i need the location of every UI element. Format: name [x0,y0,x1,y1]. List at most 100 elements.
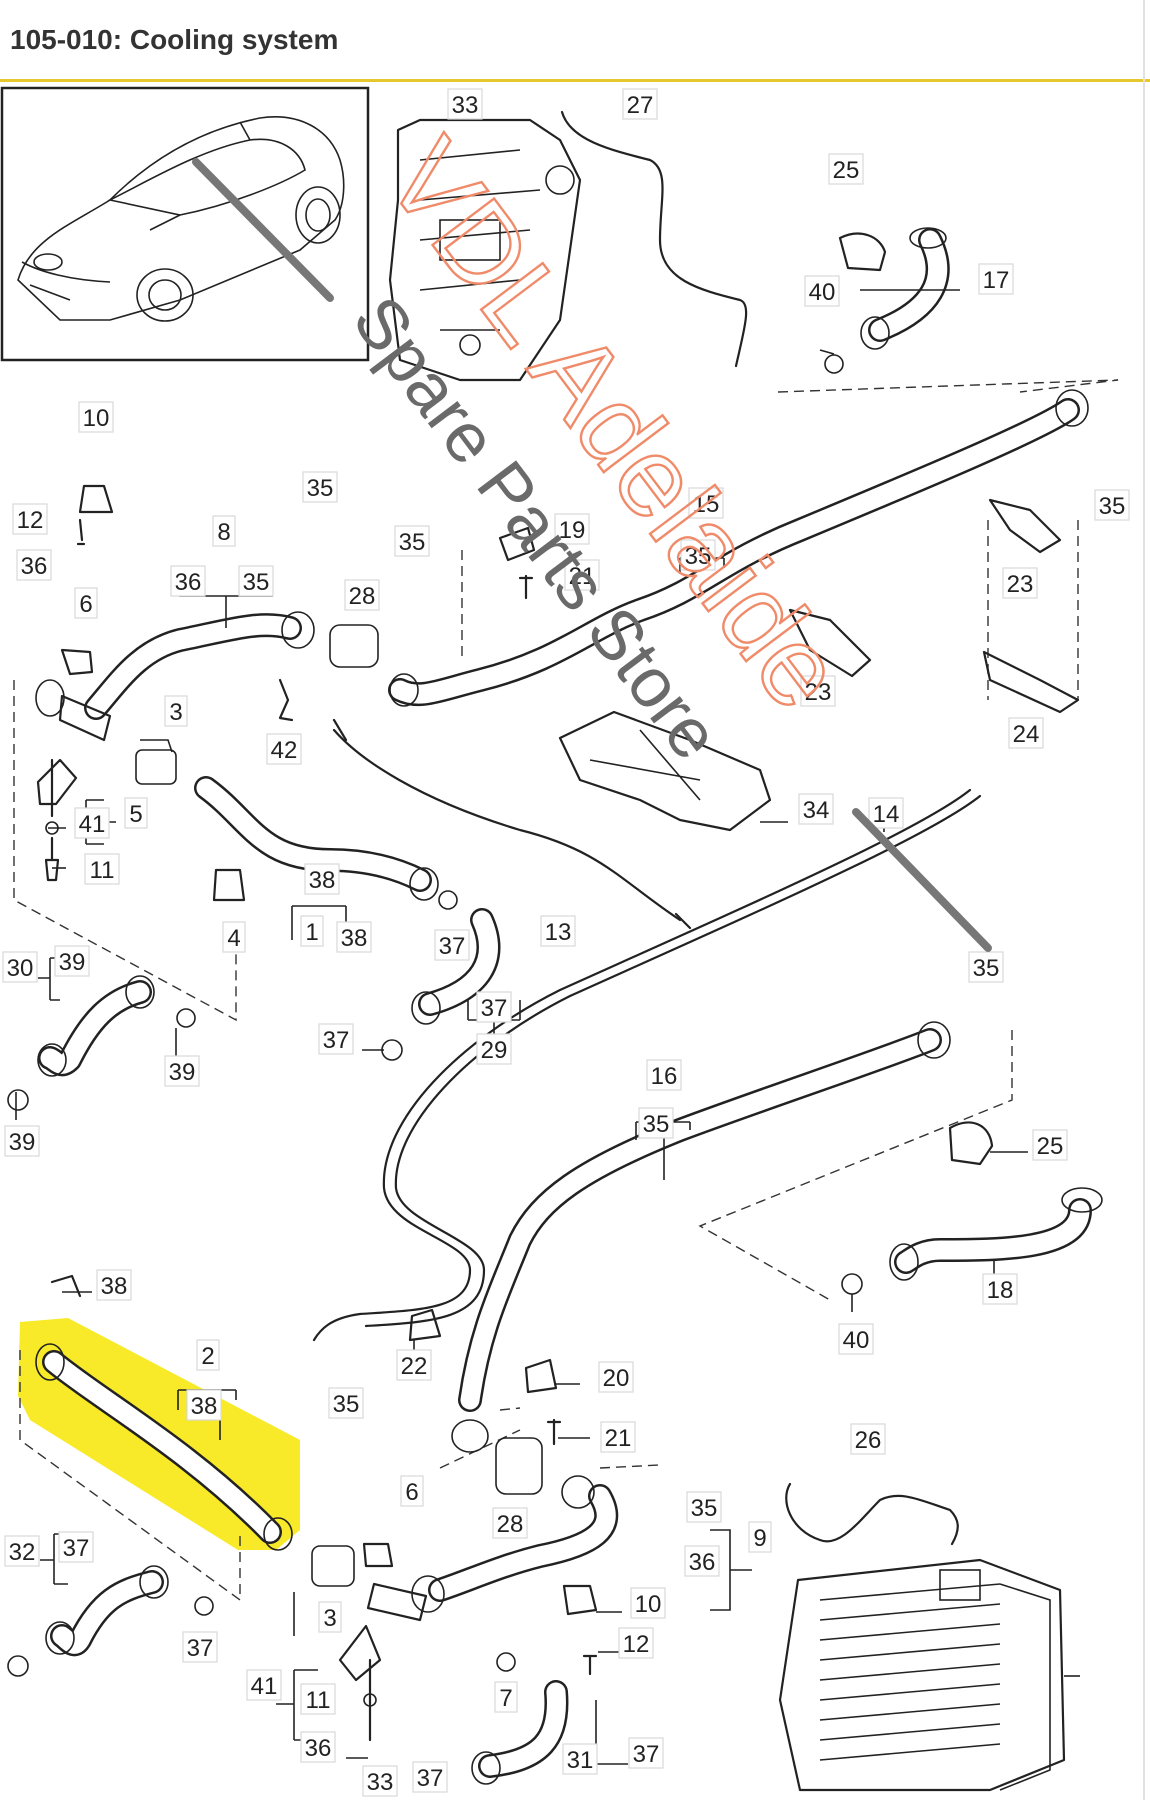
callout-box [868,797,904,829]
callout-box [164,695,188,727]
callout-number: 20 [603,1365,630,1392]
callout-box [1094,489,1130,521]
page-title: 105-010: Cooling system [10,24,339,55]
callout-box [12,503,48,535]
callout-box [212,515,236,547]
callout-12: 12 [12,503,48,535]
callout-27: 27 [622,88,658,120]
callout-number: 35 [973,955,1000,982]
callout-number: 38 [191,1393,218,1420]
callout-19: 19 [554,513,590,545]
callout-21: 21 [564,559,600,591]
callout-number: 29 [481,1037,508,1064]
callout-number: 11 [306,1687,331,1714]
callout-number: 39 [169,1059,196,1086]
callout-box [54,945,90,977]
callout-23: 23 [1002,567,1038,599]
callout-39: 39 [4,1125,40,1157]
callout-box [850,1423,886,1455]
callout-box [476,991,512,1023]
callout-box [16,549,52,581]
part-33-radiator [778,1558,1066,1792]
callout-box [800,675,836,707]
callout-35: 35 [1094,489,1130,521]
callout-box [2,951,38,983]
page-header: 105-010: Cooling system [0,0,1150,82]
callout-box [300,1683,336,1715]
callout-box [396,1349,432,1381]
callout-number: 28 [349,583,376,610]
callout-number: 8 [217,519,230,546]
part-27-line [560,110,748,368]
callout-42: 42 [266,733,302,765]
callout-number: 35 [643,1111,670,1138]
callout-number: 35 [691,1495,718,1522]
callout-box [318,1601,342,1633]
callout-box [540,915,576,947]
callout-35: 35 [394,525,430,557]
callout-box [680,539,716,571]
callout-40: 40 [838,1323,874,1355]
callout-number: 18 [987,1277,1014,1304]
callout-35: 35 [238,565,274,597]
watermark-slash-top [192,158,334,302]
callout-box [362,1765,398,1797]
callout-box [628,1737,664,1769]
callout-number: 21 [569,563,596,590]
callout-number: 11 [90,857,115,884]
callout-box [968,951,1004,983]
part-drawings [7,110,1103,1792]
watermark-slash-bottom [852,808,992,952]
callout-number: 35 [685,543,712,570]
callout-10: 10 [78,401,114,433]
callout-16: 16 [646,1059,682,1091]
cooling-system-diagram: 3327251740101236683536352835192115353523… [0,86,1130,1797]
callout-number: 40 [843,1327,870,1354]
callout-number: 1 [305,919,318,946]
callout-number: 4 [227,925,240,952]
callout-number: 23 [1007,571,1034,598]
callout-number: 36 [175,569,202,596]
callout-number: 25 [1037,1133,1064,1160]
callout-box [58,1531,94,1563]
callout-38: 38 [186,1389,222,1421]
callout-box [246,1669,282,1701]
callout-box [838,1323,874,1355]
callout-41: 41 [74,807,110,839]
callout-number: 33 [367,1769,394,1796]
scroll-edge [1143,0,1145,1800]
callout-12: 12 [618,1627,654,1659]
callout-number: 35 [1099,493,1126,520]
callout-37: 37 [412,1761,448,1793]
callout-30: 30 [2,951,38,983]
callout-number: 26 [855,1427,882,1454]
callout-number: 12 [623,1631,650,1658]
callout-box [828,153,864,185]
callout-box [78,401,114,433]
callout-box [170,565,206,597]
callout-number: 37 [439,933,466,960]
callout-box [630,1587,666,1619]
callout-box [238,565,274,597]
callout-box [447,88,483,120]
callout-25: 25 [1032,1129,1068,1161]
callout-number: 37 [63,1535,90,1562]
part-33-expansion-tank [388,118,582,382]
callout-box [646,1059,682,1091]
callout-5: 5 [124,797,148,829]
callout-box [1002,567,1038,599]
callout-2: 2 [196,1339,220,1371]
callout-18: 18 [982,1273,1018,1305]
callout-6: 6 [74,587,98,619]
callout-17: 17 [978,263,1014,295]
callout-7: 7 [494,1681,518,1713]
callout-number: 5 [129,801,142,828]
callout-28: 28 [492,1507,528,1539]
callout-box [688,487,724,519]
callout-41: 41 [246,1669,282,1701]
callout-number: 38 [309,867,336,894]
callout-35: 35 [328,1387,364,1419]
callout-28: 28 [344,579,380,611]
callout-number: 40 [809,279,836,306]
